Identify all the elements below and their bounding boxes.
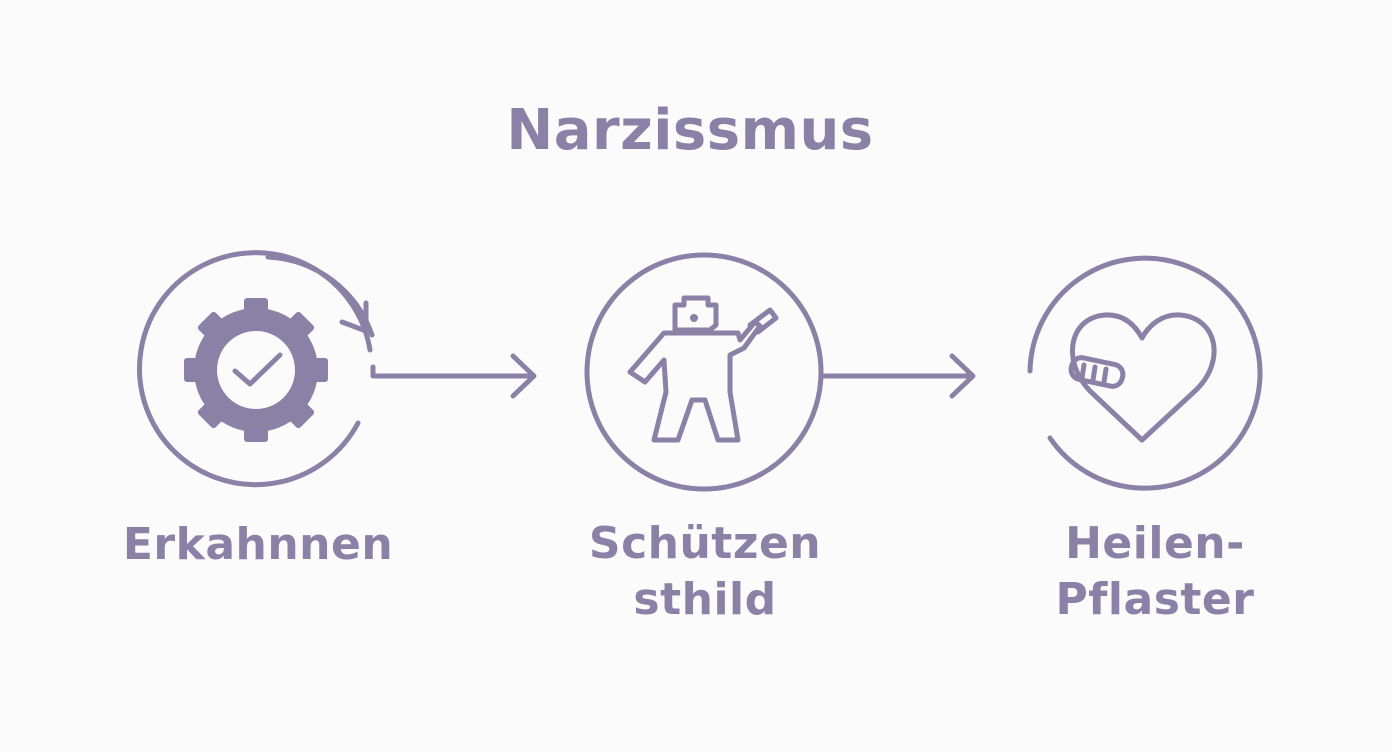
step-3-circle [1027, 255, 1263, 491]
step-2-circle [584, 252, 824, 492]
step-2-label-line-2: sthild [633, 574, 777, 625]
check-icon [232, 352, 283, 387]
step-3-label-line-1: Heilen- [1065, 518, 1245, 569]
bandage-icon [1068, 355, 1126, 389]
cycle-arrowhead [339, 300, 369, 334]
step-1-label-line-1: Erkahnnen [122, 519, 394, 570]
gear-icon [184, 298, 328, 442]
step-1-icon [137, 250, 375, 488]
step-2-icon [584, 252, 824, 492]
step-3-icon [1027, 255, 1263, 491]
step-1-label: Erkahnnen [108, 517, 408, 573]
step-3-label-line-2: Pflaster [1055, 574, 1255, 625]
step-3-label: Heilen- Pflaster [1005, 516, 1305, 628]
arrow-2-to-3 [818, 353, 976, 399]
heart-icon [1069, 312, 1217, 443]
diagram-title: Narzissmus [506, 98, 874, 163]
step-2-label: Schützen sthild [555, 516, 855, 628]
step-2-label-line-1: Schützen [588, 518, 822, 569]
robot-figure-icon [627, 295, 779, 443]
arrow-1-to-2 [370, 353, 537, 399]
